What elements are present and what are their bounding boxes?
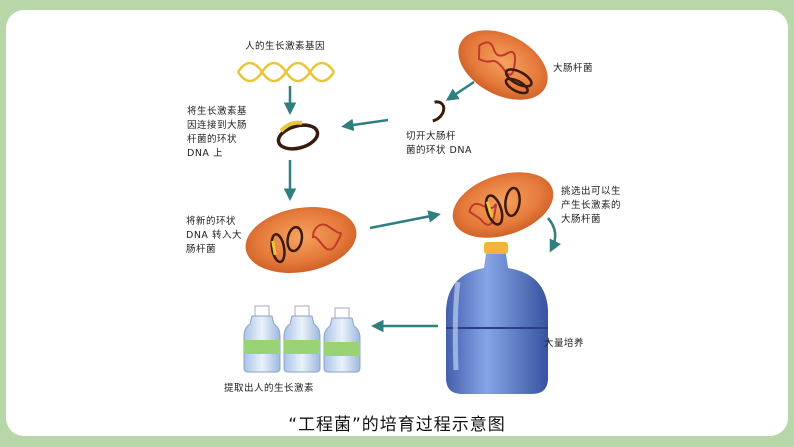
recombinant-plasmid-icon <box>276 120 320 151</box>
diagram-canvas <box>236 30 561 394</box>
vial-1-icon <box>243 305 281 373</box>
label-ecoli: 大肠杆菌 <box>553 63 594 74</box>
arrow-plasmid-to-ligation <box>341 118 389 132</box>
ecoli-bacterium-transformed <box>245 207 357 273</box>
label-select: 挑选出可以生 产生长激素的 大肠杆菌 <box>561 186 622 225</box>
diagram-caption: “工程菌”的培育过程示意图 <box>288 415 506 435</box>
label-ligate: 将生长激素基 因连接到大肠 杆菌的环状 DNA 上 <box>187 106 248 159</box>
label-cut-dna: 切开大肠杆 菌的环状 DNA <box>406 131 472 156</box>
culture-bottle-icon <box>446 242 548 394</box>
arrow-transform-right <box>369 210 441 230</box>
label-culture: 大量培养 <box>544 338 585 349</box>
label-human-gene: 人的生长激素基因 <box>245 41 326 52</box>
label-extract: 提取出人的生长激素 <box>224 383 315 394</box>
ecoli-bacterium-selected <box>452 172 554 238</box>
arrow-select-down <box>547 217 561 253</box>
arrow-bacterium-to-plasmid <box>445 80 475 101</box>
vial-2-icon <box>283 305 321 373</box>
cut-plasmid-icon <box>432 100 446 123</box>
vial-3-icon <box>323 307 361 373</box>
dna-helix-icon <box>236 61 336 83</box>
ecoli-bacterium-top <box>458 30 548 100</box>
diagram-frame: 人的生长激素基因 大肠杆菌 切开大肠杆 菌的环状 DNA 将生长激素基 因连接到… <box>6 10 788 436</box>
label-transform: 将新的环状 DNA 转入大 肠杆菌 <box>186 216 242 255</box>
